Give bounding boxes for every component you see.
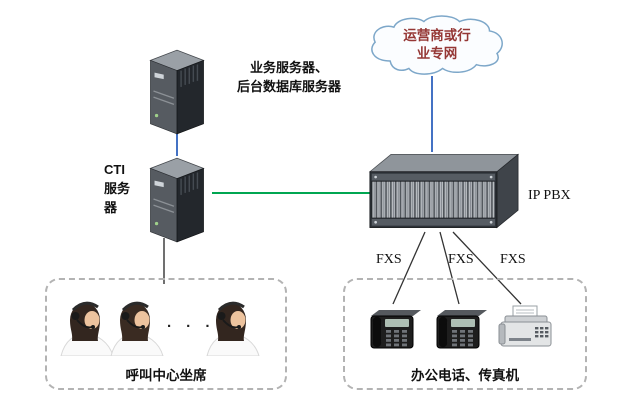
- fax-machine-icon: [497, 304, 555, 352]
- cti-server-label-line1: CTI: [104, 162, 125, 177]
- app-server-label: 业务服务器、 后台数据库服务器: [216, 58, 362, 96]
- fxs-label-1: FXS: [376, 252, 402, 267]
- desk-phone-icon: [370, 310, 421, 349]
- office-group-box: 办公电话、传真机: [343, 278, 587, 390]
- server-tower-icon: [149, 49, 205, 135]
- app-server-label-line2: 后台数据库服务器: [236, 79, 341, 94]
- desk-phone-icon: [367, 306, 423, 352]
- ellipsis-dots: · · ·: [167, 318, 216, 335]
- desk-phone-icon: [436, 310, 487, 349]
- pbx-rack-icon: [368, 153, 520, 229]
- fxs-label-3: FXS: [500, 252, 526, 267]
- app-server: [140, 42, 214, 136]
- desk-phone-icon: [433, 306, 489, 352]
- cti-server-label-line3: 器: [104, 200, 118, 215]
- app-server-label-line1: 业务服务器、: [249, 60, 328, 75]
- office-label: 办公电话、传真机: [411, 368, 519, 383]
- wan-cloud-label: 运营商或行 业专网: [362, 27, 512, 63]
- callcenter-label: 呼叫中心坐席: [125, 368, 207, 383]
- wan-cloud-label-line2: 业专网: [416, 46, 458, 61]
- wan-cloud: 运营商或行 业专网: [362, 10, 512, 80]
- ip-pbx-label: IP PBX: [528, 188, 571, 203]
- server-tower-icon: [149, 157, 205, 243]
- call-agent-icon: [110, 301, 164, 357]
- fxs-label-2: FXS: [448, 252, 474, 267]
- cloud-icon: [371, 15, 503, 75]
- agent-photo: [109, 294, 165, 357]
- cti-server-label: CTI 服务 器: [104, 160, 138, 217]
- call-agent-icon: [60, 301, 114, 357]
- ip-pbx: [366, 146, 520, 236]
- wan-cloud-label-line1: 运营商或行: [403, 28, 471, 43]
- cti-server-label-line2: 服务: [104, 181, 131, 196]
- agent-photo: [205, 294, 261, 357]
- agent-photo: [59, 294, 115, 357]
- fax-machine-icon: [498, 305, 552, 347]
- cti-server: [140, 150, 214, 244]
- callcenter-group-box: · · · 呼叫中心坐席: [45, 278, 287, 390]
- call-agent-icon: [206, 301, 260, 357]
